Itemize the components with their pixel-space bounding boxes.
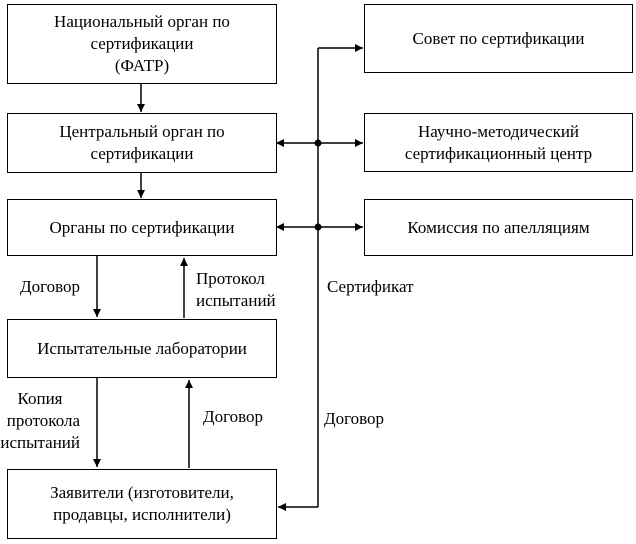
box-applicants-line-2: продавцы, исполнители) — [53, 505, 231, 524]
box-council: Совет по сертификации — [364, 4, 633, 73]
box-national-body: Национальный орган по сертификации (ФАТР… — [7, 4, 277, 84]
label-certificate: Сертификат — [327, 277, 414, 296]
label-contract-right: Договор — [324, 409, 385, 428]
box-central-body: Центральный орган по сертификации — [7, 113, 277, 173]
box-scientific-center: Научно-методический сертификационный цен… — [364, 113, 633, 172]
box-certification-bodies: Органы по сертификации — [7, 199, 277, 256]
box-scientific-line-1: Научно-методический — [417, 121, 580, 141]
box-applicants-line-1: Заявители (изготовители, — [50, 483, 234, 502]
box-applicants: Заявители (изготовители, продавцы, испол… — [7, 469, 277, 539]
box-council-line-1: Совет по сертификации — [412, 28, 585, 48]
label-protocol: Протокол испытаний — [196, 268, 276, 312]
label-protocol-copy-line-3: испытаний — [0, 433, 80, 452]
box-national-line-1: Национальный орган по — [54, 12, 230, 31]
junction-dot-bodies — [314, 223, 322, 231]
box-labs-line-1: Испытательные лаборатории — [37, 338, 247, 358]
label-contract-middle: Договор — [203, 407, 264, 426]
label-protocol-copy-line-1: Копия — [17, 389, 63, 408]
box-appeals-line-1: Комиссия по апелляциям — [407, 217, 590, 237]
box-scientific-line-2: сертификационный центр — [404, 143, 593, 163]
box-national-line-3: (ФАТР) — [114, 56, 170, 75]
box-central-line-1: Центральный орган по — [59, 122, 225, 141]
box-appeals-commission: Комиссия по апелляциям — [364, 199, 633, 256]
box-national-line-2: сертификации — [90, 34, 194, 53]
label-protocol-line-1: Протокол — [196, 269, 265, 288]
label-protocol-copy: Копия протокола испытаний — [0, 388, 80, 454]
label-contract-top: Договор — [20, 277, 81, 296]
box-central-line-2: сертификации — [90, 144, 194, 163]
junction-dot-central — [314, 139, 322, 147]
box-bodies-line-1: Органы по сертификации — [49, 217, 235, 237]
label-protocol-line-2: испытаний — [196, 291, 276, 310]
box-testing-labs: Испытательные лаборатории — [7, 319, 277, 378]
label-protocol-copy-line-2: протокола — [6, 411, 80, 430]
